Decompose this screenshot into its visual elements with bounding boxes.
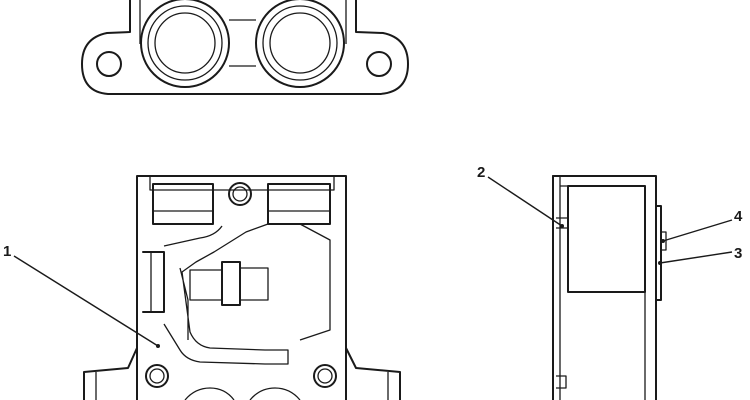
callout-4: 4 bbox=[734, 208, 743, 225]
leader-dot-3 bbox=[658, 261, 662, 265]
leader-line-1 bbox=[13, 255, 159, 347]
callout-1: 1 bbox=[3, 243, 11, 260]
callout-3: 3 bbox=[734, 245, 742, 262]
top-flange-view bbox=[81, 0, 409, 95]
callout-1-group: 1 bbox=[3, 243, 160, 348]
leader-dot-4 bbox=[661, 239, 665, 243]
callout-4-group: 4 bbox=[661, 208, 743, 243]
leader-dot-2 bbox=[560, 224, 564, 228]
leader-line-3 bbox=[659, 251, 733, 264]
callout-2-group: 2 bbox=[477, 164, 564, 228]
callout-2: 2 bbox=[477, 164, 485, 181]
leader-line-4 bbox=[662, 219, 733, 242]
callout-3-group: 3 bbox=[658, 245, 742, 265]
valve-body-side-view bbox=[552, 175, 667, 400]
valve-body-front-view bbox=[83, 175, 401, 400]
leader-dot-1 bbox=[156, 344, 160, 348]
leader-line-2 bbox=[487, 176, 563, 227]
